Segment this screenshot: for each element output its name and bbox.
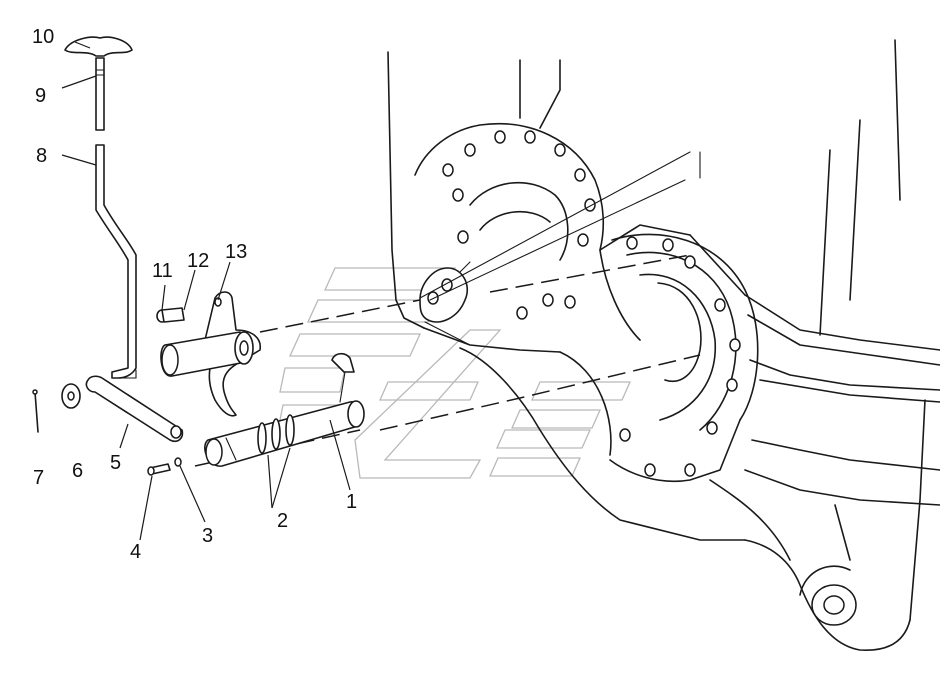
callout-9: 9 [35,85,46,107]
callout-6: 6 [72,460,83,482]
callout-8: 8 [36,145,47,167]
housing-bracket [419,261,471,323]
callout-13: 13 [225,241,247,263]
bolt [156,307,185,323]
callout-11: 11 [152,260,173,282]
link-arm [85,369,184,443]
shift-lever [95,57,137,379]
shift-fork [160,291,261,417]
retaining-clip [174,457,182,467]
handle-knob [64,36,133,57]
cotter-pin [32,389,39,433]
axle-housing [387,39,940,651]
callout-1: 1 [346,491,357,513]
callout-10: 10 [32,26,54,48]
callout-labels: 10 9 8 11 12 13 5 6 7 4 3 2 1 [32,26,357,563]
callout-12: 12 [187,250,209,272]
callout-5: 5 [110,452,121,474]
callout-3: 3 [202,525,213,547]
callout-leaders [61,41,351,541]
callout-4: 4 [130,541,141,563]
washer [61,383,81,409]
callout-2: 2 [277,510,288,532]
selector-shaft [204,352,365,467]
o-rings [257,414,295,454]
clevis-pin [147,463,171,476]
callout-7: 7 [33,467,44,489]
flange-bolt-holes [442,130,741,477]
